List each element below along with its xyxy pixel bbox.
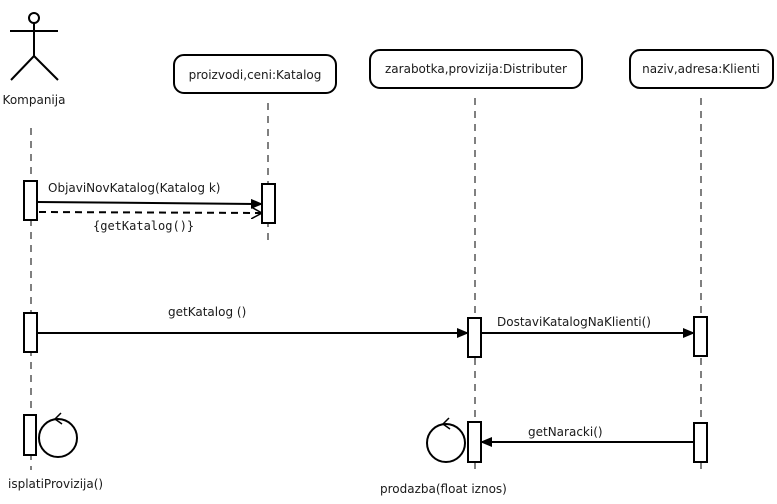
self-call-arrowhead-icon xyxy=(53,412,63,425)
self-call-prodazba[interactable]: prodazba(float iznos) xyxy=(380,417,507,496)
self-call-arrowhead-icon xyxy=(441,417,451,430)
object-katalog[interactable]: proizvodi,ceni:Katalog xyxy=(173,54,337,94)
message-label: getKatalog () xyxy=(168,305,246,319)
self-call-loop-icon xyxy=(426,423,466,463)
self-call-isplati-provizija[interactable]: isplatiProvizija() xyxy=(8,412,103,491)
object-klienti[interactable]: naziv,adresa:Klienti xyxy=(629,49,774,89)
self-call-label: prodazba(float iznos) xyxy=(380,482,507,496)
activation-kompanija-3 xyxy=(23,414,37,456)
message-get-naracki[interactable]: getNaracki() xyxy=(480,425,694,447)
object-label: proizvodi,ceni:Katalog xyxy=(189,68,322,82)
object-distributer[interactable]: zarabotka,provizija:Distributer xyxy=(369,49,583,89)
activation-klienti-1 xyxy=(693,316,708,357)
stick-figure-actor-icon xyxy=(10,12,59,81)
activation-distributer-1 xyxy=(467,317,482,358)
actor-label: Kompanija xyxy=(3,93,66,107)
activation-katalog-1 xyxy=(261,183,276,224)
activation-kompanija-2 xyxy=(23,312,38,353)
activation-distributer-2 xyxy=(467,421,482,463)
actor-kompanija[interactable]: Kompanija xyxy=(3,12,66,107)
activation-klienti-2 xyxy=(693,422,708,463)
self-call-loop-icon xyxy=(38,418,78,458)
object-label: zarabotka,provizija:Distributer xyxy=(385,62,567,76)
return-get-katalog[interactable]: {getKatalog()} xyxy=(38,212,262,233)
message-label: getNaracki() xyxy=(528,425,603,439)
message-label: DostaviKatalogNaKlienti() xyxy=(497,315,651,329)
self-call-label: isplatiProvizija() xyxy=(8,477,103,491)
message-label: ObjaviNovKatalog(Katalog k) xyxy=(48,181,220,195)
object-label: naziv,adresa:Klienti xyxy=(642,62,760,76)
message-get-katalog[interactable]: getKatalog () xyxy=(37,305,469,338)
activation-kompanija-1 xyxy=(23,180,38,221)
message-label: {getKatalog()} xyxy=(93,219,194,233)
message-objavi-nov-katalog[interactable]: ObjaviNovKatalog(Katalog k) xyxy=(36,181,263,209)
message-dostavi-katalog-na-klienti[interactable]: DostaviKatalogNaKlienti() xyxy=(481,315,695,338)
